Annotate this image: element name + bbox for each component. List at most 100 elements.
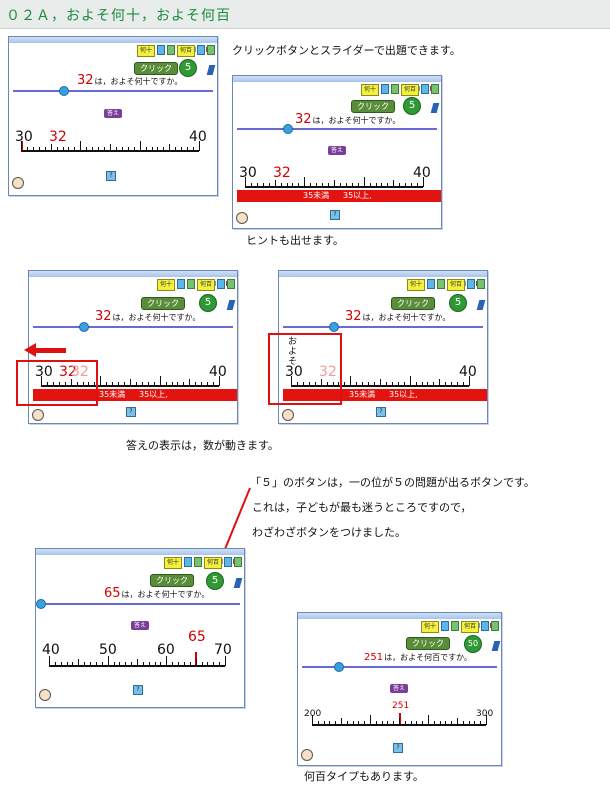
- answer-button[interactable]: 答え: [104, 109, 123, 118]
- question-icon[interactable]: ?: [126, 407, 136, 417]
- slider-track[interactable]: [40, 603, 240, 605]
- question-number: 251: [364, 652, 384, 663]
- level-4-button[interactable]: [491, 621, 500, 631]
- axis-tick: [177, 382, 179, 386]
- five-button[interactable]: 5: [179, 59, 197, 77]
- axis-tick: [26, 147, 28, 151]
- level-2-button[interactable]: [167, 45, 176, 55]
- five-button[interactable]: 5: [403, 97, 421, 115]
- axis-tick: [159, 376, 161, 386]
- question-icon[interactable]: ?: [393, 743, 403, 753]
- answer-button[interactable]: 答え: [328, 146, 347, 155]
- level-3-button[interactable]: [217, 279, 226, 289]
- click-button[interactable]: クリック: [134, 62, 178, 75]
- level-1-button[interactable]: [177, 279, 186, 289]
- nanju-button[interactable]: 何十: [157, 279, 176, 291]
- level-2-button[interactable]: [437, 279, 446, 289]
- slider-track[interactable]: [13, 90, 213, 92]
- level-1-button[interactable]: [427, 279, 436, 289]
- slider-knob[interactable]: [334, 662, 344, 672]
- fifty-button[interactable]: 50: [464, 635, 482, 653]
- level-1-button[interactable]: [157, 45, 166, 55]
- nanbyaku-button[interactable]: 何百: [401, 84, 420, 96]
- nanbyaku-button[interactable]: 何百: [177, 45, 196, 57]
- window-controls[interactable]: [471, 613, 498, 628]
- five-button[interactable]: 5: [199, 294, 217, 312]
- question-icon[interactable]: ?: [330, 210, 340, 220]
- approx-vertical-label: およそ: [288, 337, 298, 367]
- nanju-button[interactable]: 何十: [421, 621, 440, 633]
- level-2-button[interactable]: [391, 84, 400, 94]
- click-button[interactable]: クリック: [406, 637, 450, 650]
- slider-knob[interactable]: [59, 86, 69, 96]
- nanbyaku-button[interactable]: 何百: [461, 621, 480, 633]
- level-3-button[interactable]: [224, 557, 233, 567]
- slider-track[interactable]: [283, 326, 483, 328]
- nanbyaku-button[interactable]: 何百: [447, 279, 466, 291]
- left-arrow-shaft: [36, 348, 66, 353]
- level-1-button[interactable]: [184, 557, 193, 567]
- hint-bar: 35未満 35以上,: [237, 190, 441, 202]
- nanju-button[interactable]: 何十: [137, 45, 156, 57]
- level-1-button[interactable]: [381, 84, 390, 94]
- pen-icon[interactable]: [491, 641, 501, 651]
- question-icon[interactable]: ?: [376, 407, 386, 417]
- level-3-button[interactable]: [467, 279, 476, 289]
- axis-tick: [462, 721, 464, 725]
- axis-tick: [124, 382, 126, 386]
- question-icon[interactable]: ?: [106, 171, 116, 181]
- five-button[interactable]: 5: [206, 572, 224, 590]
- level-4-button[interactable]: [477, 279, 486, 289]
- click-button[interactable]: クリック: [351, 100, 395, 113]
- click-button[interactable]: クリック: [391, 297, 435, 310]
- level-4-button[interactable]: [234, 557, 243, 567]
- click-button[interactable]: クリック: [150, 574, 194, 587]
- axis-tick: [100, 376, 102, 386]
- nanbyaku-button[interactable]: 何百: [197, 279, 216, 291]
- question-icon[interactable]: ?: [133, 685, 143, 695]
- axis-ghost-label: 32: [71, 364, 89, 380]
- level-1-button[interactable]: [441, 621, 450, 631]
- axis-tick: [189, 662, 191, 666]
- axis-tick: [86, 147, 88, 151]
- window-controls[interactable]: [214, 549, 241, 564]
- axis-tick: [76, 382, 78, 386]
- level-3-button[interactable]: [421, 84, 430, 94]
- nanju-button[interactable]: 何十: [164, 557, 183, 569]
- highlight-box-1: [16, 360, 98, 406]
- slider-track[interactable]: [302, 666, 497, 668]
- level-2-button[interactable]: [187, 279, 196, 289]
- level-4-button[interactable]: [227, 279, 236, 289]
- app-window-3: 何十 何百 クリック 5 32は，およそ何十ですか。 30 32 32 40 3…: [28, 270, 238, 424]
- level-2-button[interactable]: [451, 621, 460, 631]
- level-3-button[interactable]: [481, 621, 490, 631]
- slider-knob[interactable]: [79, 322, 89, 332]
- axis-tick: [369, 183, 371, 187]
- slider-knob[interactable]: [329, 322, 339, 332]
- axis-tick: [346, 721, 348, 725]
- level-4-button[interactable]: [431, 84, 440, 94]
- axis-tick: [463, 382, 465, 386]
- answer-button[interactable]: 答え: [131, 621, 150, 630]
- slider-knob[interactable]: [36, 599, 46, 609]
- level-4-button[interactable]: [207, 45, 216, 55]
- nanju-button[interactable]: 何十: [407, 279, 426, 291]
- pen-icon[interactable]: [233, 578, 243, 588]
- five-button[interactable]: 5: [449, 294, 467, 312]
- nanbyaku-button[interactable]: 何百: [204, 557, 223, 569]
- slider-track[interactable]: [33, 326, 233, 328]
- level-3-button[interactable]: [197, 45, 206, 55]
- level-2-button[interactable]: [194, 557, 203, 567]
- axis-tick: [308, 382, 310, 386]
- answer-button[interactable]: 答え: [390, 684, 409, 693]
- slider-track[interactable]: [237, 128, 437, 130]
- axis-tick: [163, 147, 165, 151]
- click-button[interactable]: クリック: [141, 297, 185, 310]
- question-text: 32は，およそ何十ですか。: [345, 309, 450, 324]
- axis-tick: [195, 382, 197, 386]
- axis-marker-label: 65: [188, 629, 206, 645]
- axis-tick: [338, 382, 340, 386]
- nanju-button[interactable]: 何十: [361, 84, 380, 96]
- axis-tick: [84, 662, 86, 666]
- slider-knob[interactable]: [283, 124, 293, 134]
